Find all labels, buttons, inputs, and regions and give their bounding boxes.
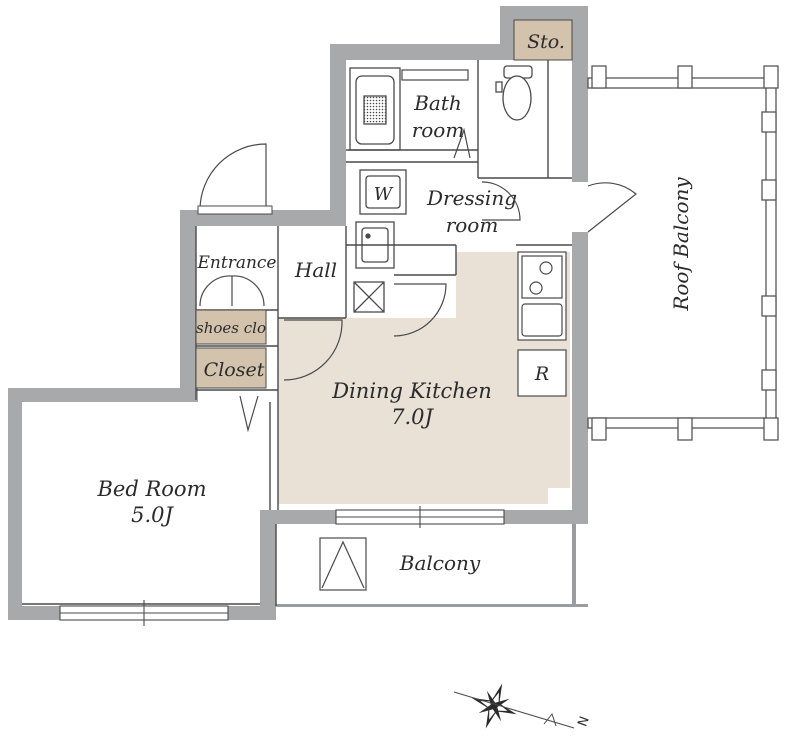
washer-label: W — [374, 184, 394, 205]
bedroom-window — [59, 600, 229, 626]
bedroom-label-line2: 5.0J — [131, 503, 174, 527]
dk-door-swing — [393, 283, 447, 337]
exterior-walls — [8, 6, 588, 620]
kitchen-stove — [517, 251, 567, 341]
bath-door-swing — [453, 127, 471, 159]
entrance-door-swing — [199, 143, 267, 211]
balcony-label: Balcony — [399, 551, 481, 575]
compass-north-label: N — [575, 714, 592, 728]
entrance-cabinet — [199, 275, 265, 307]
shoes-closet-area — [195, 309, 267, 345]
closet-label: Closet — [204, 359, 265, 381]
dining-kitchen-label-line2: 7.0J — [391, 405, 434, 429]
roof-balcony-door-swing — [587, 182, 637, 233]
refrigerator — [517, 349, 567, 397]
bedroom-label-line1: Bed Room — [97, 477, 207, 501]
hall-label: Hall — [294, 258, 337, 282]
washer — [359, 169, 407, 215]
dressing-label-line2: room — [446, 213, 499, 237]
toilet — [495, 65, 533, 121]
bath-label-line1: Bath — [413, 91, 462, 115]
compass-icon — [453, 683, 575, 729]
shoes-closet-label: shoes clo — [196, 319, 266, 337]
roof-balcony-rail — [587, 65, 779, 441]
roof-balcony-label: Roof Balcony — [669, 177, 693, 312]
bathtub — [349, 67, 401, 151]
bath-shelf — [401, 69, 469, 81]
dressing-door-swing — [481, 181, 521, 221]
bath-label-line2: room — [412, 118, 465, 142]
storage-label: Sto. — [527, 31, 565, 53]
wash-basin — [355, 221, 395, 269]
pipe-shaft — [353, 281, 385, 313]
refrigerator-label: R — [534, 363, 549, 385]
hall-door-swing — [283, 319, 343, 381]
entrance-label: Entrance — [197, 253, 277, 273]
dressing-label-line1: Dressing — [426, 186, 517, 210]
storage-area — [513, 19, 573, 61]
air-conditioner-unit — [319, 537, 367, 591]
dining-kitchen-label-line1: Dining Kitchen — [331, 379, 492, 403]
closet-door-swing — [239, 395, 259, 433]
closet-area — [195, 347, 267, 389]
dk-window — [335, 506, 505, 528]
